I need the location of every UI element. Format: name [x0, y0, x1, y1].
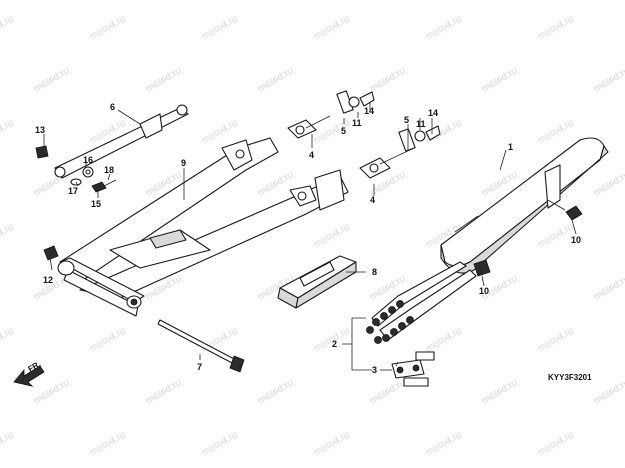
watermark-text: motod.ru — [312, 221, 352, 250]
watermark-text: motod.ru — [0, 221, 16, 250]
pivot-bolt[interactable] — [157, 319, 245, 373]
front-direction-indicator: FR. — [13, 359, 45, 387]
watermark-text: motod.ru — [32, 65, 72, 94]
callout-6: 6 — [110, 102, 115, 112]
watermark-text: motod.ru — [368, 377, 408, 406]
callout-10-upper: 10 — [571, 235, 581, 245]
watermark-text: motod.ru — [0, 429, 16, 458]
case-bolt-upper[interactable] — [565, 205, 583, 221]
watermark-text: motod.ru — [88, 429, 128, 458]
watermark-text: motod.ru — [312, 13, 352, 42]
callout-14-left: 14 — [364, 106, 374, 116]
callout-5-right: 5 — [404, 115, 409, 125]
brake-stopper-arm[interactable] — [54, 104, 189, 179]
chain-links-icon — [366, 300, 414, 344]
watermark-text: motod.ru — [592, 169, 625, 198]
callout-15: 15 — [91, 199, 101, 209]
callout-11-left: 11 — [352, 118, 362, 128]
case-bolt-lower[interactable] — [473, 259, 491, 277]
watermark-text: motod.ru — [312, 429, 352, 458]
callout-1: 1 — [508, 142, 513, 152]
diagram-code: KYY3F3201 — [548, 373, 592, 382]
callout-4-right: 4 — [370, 195, 375, 205]
watermark-text: motod.ru — [88, 325, 128, 354]
front-arrow-icon — [13, 365, 45, 387]
callout-5-left: 5 — [341, 126, 346, 136]
callout-9: 9 — [181, 158, 186, 168]
watermark-text: motod.ru — [424, 13, 464, 42]
callout-2: 2 — [332, 339, 337, 349]
callout-3: 3 — [372, 365, 377, 375]
watermark-text: motod.ru — [32, 377, 72, 406]
drive-chain[interactable] — [366, 261, 477, 344]
callout-4-left: 4 — [309, 150, 314, 160]
chain-joint-link[interactable] — [391, 351, 435, 387]
watermark-text: motod.ru — [592, 377, 625, 406]
watermark-layer: motod.ru motod.ru motod.ru motod.ru motod.ru… — [0, 13, 625, 458]
watermark-text: motod.ru — [144, 377, 184, 406]
watermark-text: motod.ru — [592, 65, 625, 94]
chain-case[interactable] — [440, 137, 609, 274]
callout-18: 18 — [104, 165, 114, 175]
watermark-text: motod.ru — [88, 13, 128, 42]
watermark-text: motod.ru — [424, 429, 464, 458]
chain-adjuster-right[interactable] — [359, 125, 441, 179]
watermark-text: motod.ru — [368, 65, 408, 94]
callout-8: 8 — [372, 267, 377, 277]
watermark-text: motod.ru — [200, 117, 240, 146]
callout-11-right: 11 — [416, 119, 426, 129]
watermark-text: motod.ru — [0, 13, 16, 42]
watermark-text: motod.ru — [536, 117, 576, 146]
callout-labels: 1 2 3 4 4 5 5 6 7 8 9 10 10 11 11 12 13 … — [35, 102, 581, 375]
swingarm[interactable] — [57, 137, 349, 317]
watermark-text: motod.ru — [200, 13, 240, 42]
watermark-text: motod.ru — [480, 65, 520, 94]
watermark-text: motod.ru — [480, 377, 520, 406]
callout-13: 13 — [35, 125, 45, 135]
watermark-text: motod.ru — [536, 429, 576, 458]
callout-14-right: 14 — [428, 108, 438, 118]
stopper-hardware[interactable] — [35, 145, 117, 193]
watermark-text: motod.ru — [200, 429, 240, 458]
watermark-text: motod.ru — [144, 65, 184, 94]
watermark-text: motod.ru — [424, 325, 464, 354]
watermark-text: motod.ru — [0, 325, 16, 354]
watermark-text: motod.ru — [592, 273, 625, 302]
watermark-text: motod.ru — [536, 13, 576, 42]
callout-16: 16 — [83, 155, 93, 165]
callout-17: 17 — [68, 186, 78, 196]
watermark-text: motod.ru — [536, 221, 576, 250]
leader-lines — [43, 102, 577, 371]
watermark-text: motod.ru — [256, 65, 296, 94]
pivot-nut[interactable] — [43, 245, 59, 261]
callout-12: 12 — [43, 275, 53, 285]
watermark-text: motod.ru — [200, 325, 240, 354]
callout-7: 7 — [197, 362, 202, 372]
watermark-text: motod.ru — [0, 117, 16, 146]
watermark-text: motod.ru — [256, 377, 296, 406]
chain-slider[interactable] — [277, 255, 357, 309]
watermark-text: motod.ru — [536, 325, 576, 354]
watermark-text: motod.ru — [256, 169, 296, 198]
callout-10-lower: 10 — [479, 286, 489, 296]
chain-adjuster-left[interactable] — [287, 90, 375, 139]
